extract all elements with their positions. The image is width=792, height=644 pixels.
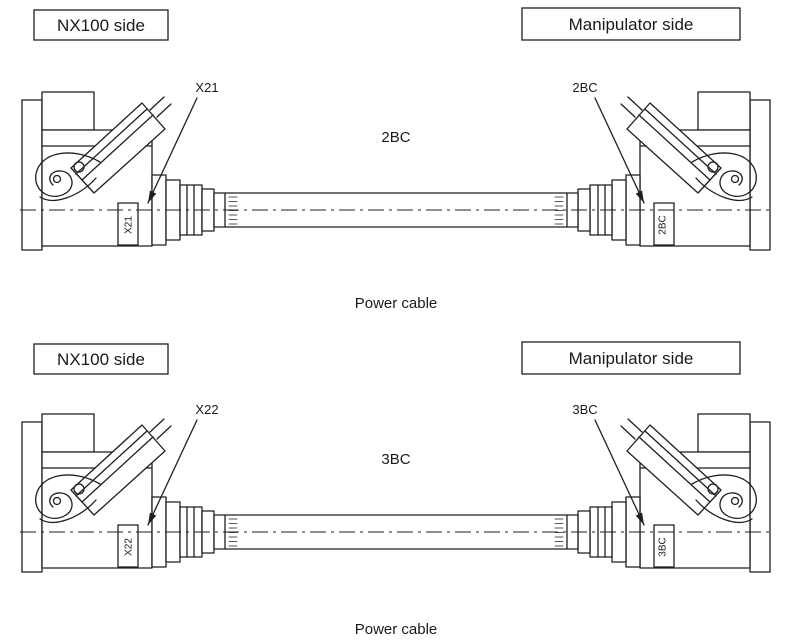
manipulator-side-box [521,341,741,375]
cable-type-label: 2BC [381,129,410,146]
caption: Power cable [355,621,438,638]
right-plug-tag: 3BC [658,537,669,556]
nx100-side-label: NX100 side [57,350,145,369]
cable [225,514,567,550]
left-ref-label: X22 [195,402,218,417]
right-plug-tag: 2BC [658,215,669,234]
nx100-side-box [33,9,169,41]
caption: Power cable [355,295,438,312]
right-ref-label: 3BC [572,402,597,417]
panel-bottom: NX100 side Manipulator side X22 3BC 3BC … [20,341,772,638]
cable-type-label: 3BC [381,451,410,468]
left-plug-tag: X21 [124,216,135,234]
nx100-side-box [33,343,169,375]
left-plug-tag: X22 [124,538,135,556]
left-ref-label: X21 [195,80,218,95]
cable [225,192,567,228]
nx100-side-label: NX100 side [57,16,145,35]
manipulator-side-label: Manipulator side [569,15,694,34]
right-ref-label: 2BC [572,80,597,95]
manipulator-side-box [521,7,741,41]
manipulator-side-label: Manipulator side [569,349,694,368]
panel-top: NX100 side Manipulator side X21 2BC 2BC … [20,7,772,312]
